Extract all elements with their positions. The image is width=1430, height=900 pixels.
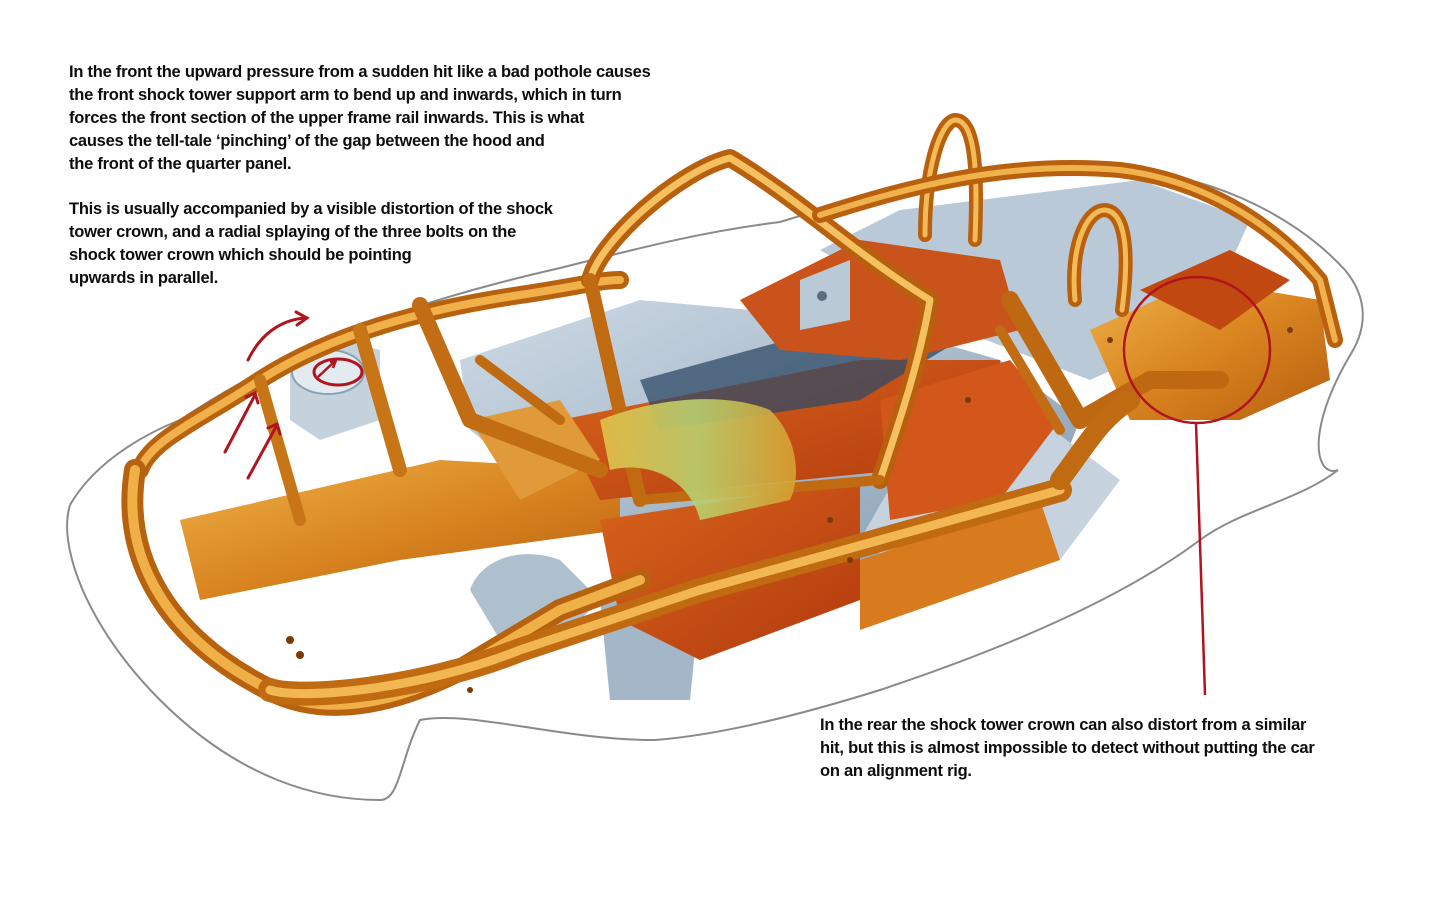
rear-damage-explanation: In the rear the shock tower crown can al… [820,714,1315,783]
front-shock-tower-marker [312,357,364,387]
rear-note-line: on an alignment rig. [820,762,972,780]
front-damage-explanation: In the front the upward pressure from a … [69,61,651,176]
tunnel-highlight [600,399,796,520]
distortion-note-line: This is usually accompanied by a visible… [69,200,553,218]
rear-shock-tower-marker [1122,275,1272,696]
front-note-line: the front shock tower support arm to ben… [69,86,622,104]
rear-note-line: hit, but this is almost impossible to de… [820,739,1315,757]
distortion-note-line: tower crown, and a radial splaying of th… [69,223,517,241]
front-note-line: forces the front section of the upper fr… [69,109,585,127]
front-note-line: causes the tell-tale ‘pinching’ of the g… [69,132,545,150]
rear-note-line: In the rear the shock tower crown can al… [820,716,1307,734]
front-note-line: In the front the upward pressure from a … [69,63,651,81]
bolt-details [286,291,1293,693]
distortion-note-line: shock tower crown which should be pointi… [69,246,412,264]
distortion-note-line: upwards in parallel. [69,269,219,287]
front-note-line: the front of the quarter panel. [69,155,292,173]
upward-pressure-arrows [223,310,310,480]
body-outline [65,168,1364,802]
shock-tower-distortion-explanation: This is usually accompanied by a visible… [69,198,553,290]
frame-rails [121,113,1343,716]
